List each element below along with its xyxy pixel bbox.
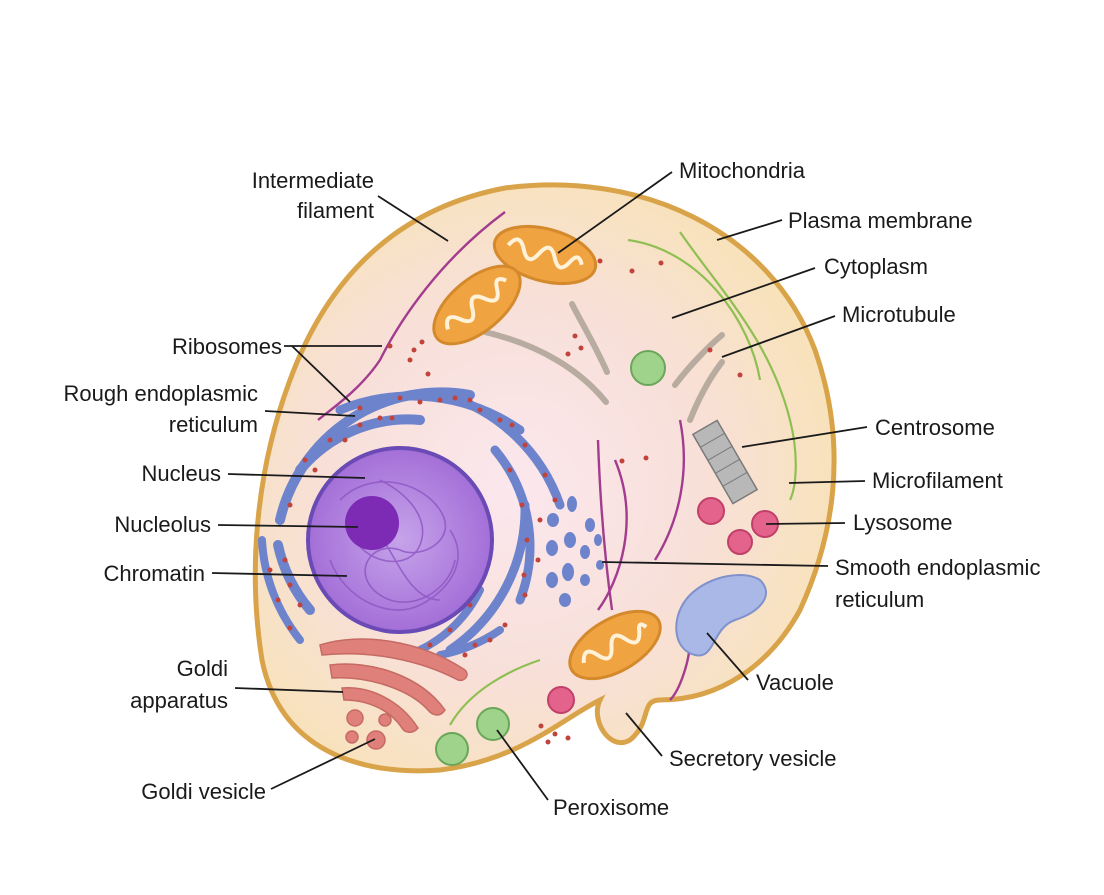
nucleolus — [345, 496, 399, 550]
mitochondria-group — [432, 225, 662, 681]
label-microtubule: Microtubule — [842, 302, 956, 327]
label-centrosome: Centrosome — [875, 415, 995, 440]
label-peroxisome: Peroxisome — [553, 795, 669, 820]
label-microfilament: Microfilament — [872, 468, 1003, 493]
intermediate-filaments — [317, 211, 692, 701]
vacuole-shape — [675, 574, 767, 657]
nucleus — [306, 446, 494, 634]
label-nucleus: Nucleus — [142, 461, 221, 486]
mitochondrion — [492, 225, 598, 285]
chromatin — [329, 479, 459, 611]
mitochondrion — [568, 609, 662, 681]
microfilaments — [449, 231, 797, 726]
label-intermediate-filament-1: Intermediate — [252, 168, 374, 193]
leader-lines — [211, 171, 868, 801]
mitochondrion — [432, 264, 522, 346]
label-plasma-membrane: Plasma membrane — [788, 208, 973, 233]
label-golgi-vesicle: Goldi vesicle — [141, 779, 266, 804]
label-ribosomes: Ribosomes — [172, 334, 282, 359]
label-lysosome: Lysosome — [853, 510, 952, 535]
golgi-apparatus — [319, 638, 468, 750]
er-ribosomes — [267, 395, 558, 658]
label-rough-er-2: reticulum — [169, 412, 258, 437]
label-rough-er-1: Rough endoplasmic — [64, 381, 258, 406]
free-ribosomes — [387, 258, 743, 745]
label-golgi-apparatus-2: apparatus — [130, 688, 228, 713]
label-cytoplasm: Cytoplasm — [824, 254, 928, 279]
microtubules — [482, 301, 725, 423]
label-chromatin: Chromatin — [104, 561, 205, 586]
label-intermediate-filament-2: filament — [297, 198, 374, 223]
label-golgi-apparatus-1: Goldi — [177, 656, 228, 681]
label-vacuole: Vacuole — [756, 670, 834, 695]
label-smooth-er-2: reticulum — [835, 587, 924, 612]
label-smooth-er-1: Smooth endoplasmic — [835, 555, 1040, 580]
lysosomes — [547, 497, 779, 714]
labels: Intermediate filament Mitochondria Plasm… — [64, 158, 1041, 820]
peroxisomes — [435, 350, 666, 766]
label-nucleolus: Nucleolus — [114, 512, 211, 537]
label-mitochondria: Mitochondria — [679, 158, 806, 183]
label-secretory-vesicle: Secretory vesicle — [669, 746, 837, 771]
centrosome — [691, 419, 759, 505]
rough-er — [258, 387, 565, 659]
